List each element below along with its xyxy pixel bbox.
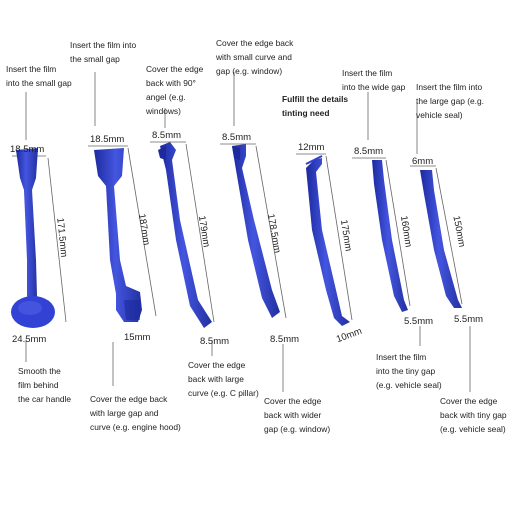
tool-4-top-width: 8.5mm bbox=[222, 132, 252, 143]
tool-1-bottom-width: 24.5mm bbox=[12, 334, 47, 345]
tool-2-bottom-width: 15mm bbox=[124, 332, 151, 343]
tool-6-bottom-note: Insert the film into the tiny gap (e.g. … bbox=[376, 352, 442, 390]
tool-7 bbox=[420, 170, 462, 308]
tool-2-top-width: 18.5mm bbox=[90, 134, 125, 145]
tool-1-top-width: 18.5mm bbox=[10, 144, 45, 155]
tool-7-top-width: 6mm bbox=[412, 156, 434, 167]
tool-1-top-note: Insert the film into the small gap bbox=[6, 64, 72, 88]
tool-4-bottom-note: Cover the edge back with wider gap (e.g.… bbox=[264, 396, 331, 434]
tool-4 bbox=[232, 144, 280, 318]
tool-6 bbox=[372, 160, 408, 312]
tool-5-top-width: 12mm bbox=[298, 142, 325, 153]
tool-3-top-note: Cover the edge back with 90° angel (e.g.… bbox=[146, 64, 204, 116]
tool-7-bottom-note: Cover the edge back with tiny gap (e.g. … bbox=[440, 396, 507, 434]
length-line bbox=[385, 159, 411, 307]
tool-2-bottom-note: Cover the edge back with large gap and c… bbox=[90, 394, 181, 432]
tool-3-top-width: 8.5mm bbox=[152, 130, 182, 141]
tool-5-top-note: Fulfill the details tinting need bbox=[282, 94, 349, 118]
length-line bbox=[435, 167, 463, 305]
tool-6-top-width: 8.5mm bbox=[354, 146, 384, 157]
tool-7-bottom-width: 5.5mm bbox=[454, 314, 484, 325]
tool-6-bottom-width: 5.5mm bbox=[404, 316, 434, 327]
tool-4-bottom-width: 8.5mm bbox=[270, 334, 300, 345]
tool-6-top-note: Insert the film into the wide gap bbox=[342, 68, 406, 92]
length-line bbox=[185, 143, 215, 323]
tool-7-top-note: Insert the film into the large gap (e.g.… bbox=[416, 82, 484, 120]
tool-1-bottom-note: Smooth the film behind the car handle bbox=[18, 366, 72, 404]
length-line bbox=[47, 157, 67, 323]
length-line bbox=[127, 147, 157, 317]
length-line bbox=[255, 145, 287, 319]
length-line bbox=[325, 155, 353, 321]
tool-3-bottom-note: Cover the edge back with large curve (e.… bbox=[188, 360, 259, 398]
tool-1 bbox=[11, 148, 55, 328]
tool-3 bbox=[158, 142, 212, 328]
tool-3-bottom-width: 8.5mm bbox=[200, 336, 230, 347]
tool-4-top-note: Cover the edge back with small curve and… bbox=[216, 38, 294, 76]
tool-5 bbox=[305, 155, 350, 326]
tool-2 bbox=[94, 148, 142, 322]
tool-2-top-note: Insert the film into the small gap bbox=[70, 40, 137, 64]
